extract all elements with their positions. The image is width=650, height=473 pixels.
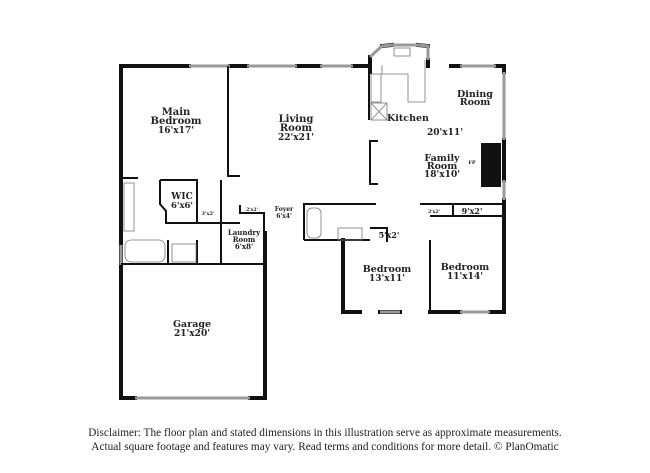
laundry-size: 6'x8' — [235, 242, 253, 251]
garage-size: 21'x20' — [174, 329, 210, 339]
main-bedroom-name-2: Bedroom — [151, 116, 202, 127]
closet-c-size: 2'x2' — [428, 209, 440, 215]
fireplace — [481, 143, 501, 187]
living-room-name-1: Living — [279, 114, 314, 125]
kitchen-name: Kitchen — [387, 113, 429, 124]
wic-size: 6'x6' — [171, 201, 193, 211]
room-labels: Main Bedroom 16'x17' Living Room 22'x21'… — [151, 89, 494, 339]
foyer-size: 6'x4' — [276, 213, 292, 220]
exterior-walls — [119, 42, 506, 400]
laundry-name-2: Room — [233, 235, 256, 244]
dining-room-name-1: Dining — [457, 89, 493, 100]
closet-d-size: 5'x2' — [379, 230, 400, 240]
bedroom-2-name: Bedroom — [363, 264, 411, 275]
closet-e-size: 9'x2' — [462, 206, 483, 216]
family-room-name-1: Family — [424, 153, 460, 164]
closet-b-size: 2'x2' — [246, 207, 258, 213]
bedroom-2-size: 13'x11' — [369, 274, 405, 284]
wic-name: WIC — [170, 192, 192, 202]
fixtures — [123, 47, 501, 263]
disclaimer: Disclaimer: The floor plan and stated di… — [0, 426, 650, 454]
living-room-name-2: Room — [280, 123, 313, 134]
family-room-size: 18'x10' — [424, 170, 460, 180]
disclaimer-line-1: Disclaimer: The floor plan and stated di… — [88, 427, 562, 439]
bedroom-3-name: Bedroom — [441, 262, 489, 273]
main-bedroom-name-1: Main — [162, 107, 191, 118]
windows — [119, 43, 506, 400]
closet-a-size: 3'x2' — [201, 211, 214, 217]
fireplace-label: FP — [468, 160, 476, 166]
dining-room-name-2: Room — [460, 97, 491, 108]
disclaimer-line-2: Actual square footage and features may v… — [91, 441, 559, 453]
garage-name: Garage — [173, 319, 211, 330]
foyer-name: Foyer — [275, 206, 294, 213]
bedroom-3-size: 11'x14' — [447, 272, 483, 282]
main-bedroom-size: 16'x17' — [158, 126, 194, 136]
laundry-name-1: Laundry — [228, 228, 261, 237]
family-room-name-2: Room — [427, 161, 458, 172]
living-room-size: 22'x21' — [278, 133, 314, 143]
dining-room-size: 20'x11' — [427, 128, 463, 138]
